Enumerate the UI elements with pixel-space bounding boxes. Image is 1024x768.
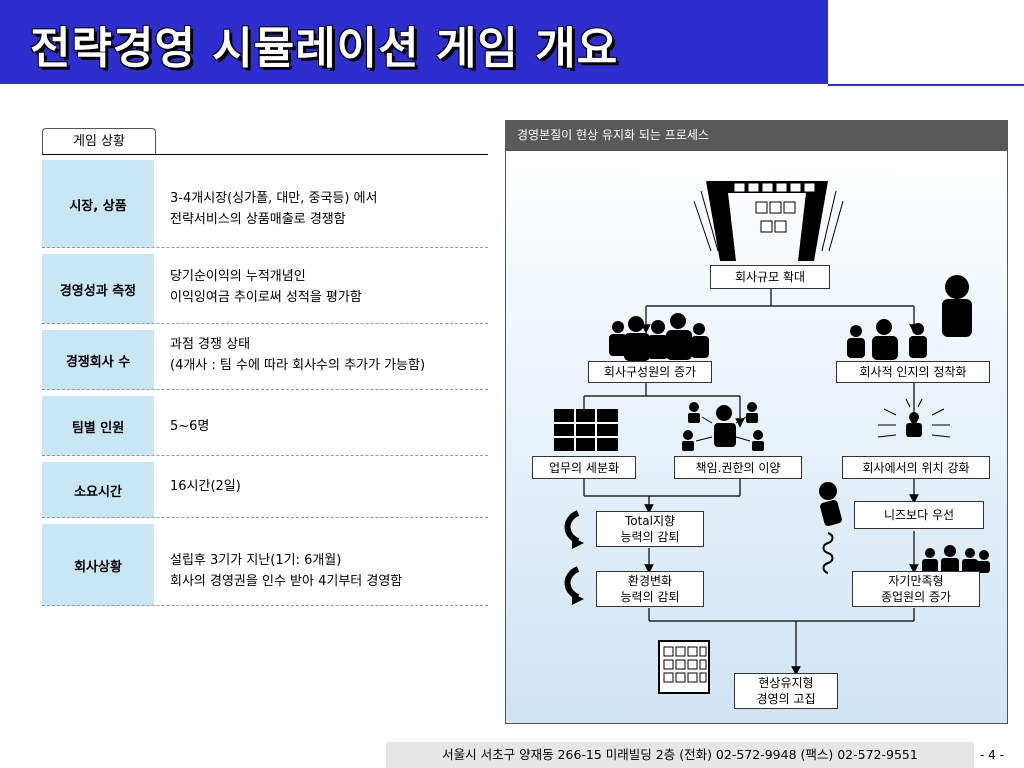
box-responsibility: 책임.권한의 이양 — [674, 456, 802, 479]
table-row: 회사상황 설립후 3기가 지난(1기: 6개월) 회사의 경영권을 인수 받아 … — [42, 524, 488, 606]
connector-lines — [579, 289, 919, 676]
row-line: 이익잉여금 추이로써 성적을 평가함 — [170, 290, 362, 305]
box-line: 자기만족형 — [888, 574, 944, 588]
box-line: 환경변화 — [627, 574, 673, 588]
footer-address: 서울시 서초구 양재동 266-15 미래빌딩 2층 (전화) 02-572-9… — [386, 742, 974, 768]
row-divider — [42, 517, 488, 518]
row-line: 전략서비스의 상품매출로 경쟁함 — [170, 212, 346, 227]
box-needs: 니즈보다 우선 — [854, 501, 984, 529]
row-header: 소요시간 — [42, 462, 154, 518]
row-line: 5~6명 — [170, 419, 210, 434]
row-line: 설립후 3기가 지난(1기: 6개월) — [170, 553, 342, 568]
box-line: Total지향 — [624, 514, 676, 528]
table-row: 시장, 상품 3-4개시장(싱가폴, 대만, 중국등) 에서 전략서비스의 상품… — [42, 160, 488, 248]
box-line: 현상유지형 — [758, 676, 814, 690]
row-header: 팀별 인원 — [42, 396, 154, 456]
box-line: 종업원의 증가 — [880, 590, 952, 604]
box-self-satisfied: 자기만족형 종업원의 증가 — [852, 571, 980, 607]
box-members: 회사구성원의 증가 — [588, 361, 712, 383]
row-content: 당기순이익의 누적개념인 이익잉여금 추이로써 성적을 평가함 — [170, 266, 362, 308]
box-total: Total지향 능력의 감퇴 — [596, 511, 704, 547]
diagram-graphics — [554, 181, 990, 694]
row-header: 경쟁회사 수 — [42, 330, 154, 390]
task-grid-icon — [554, 409, 618, 451]
delegation-icon — [682, 402, 764, 451]
row-content: 과점 경쟁 상태 (4개사 : 팀 수에 따라 회사수의 추가가 가능함) — [170, 334, 425, 376]
box-line: 경영의 고집 — [756, 692, 816, 706]
box-line: 능력의 감퇴 — [620, 590, 680, 604]
section-tab-label: 게임 상황 — [42, 128, 156, 155]
box-position: 회사에서의 위치 강화 — [842, 456, 990, 479]
title-rule — [828, 84, 1024, 86]
people-group-icon — [609, 313, 709, 361]
page-number: - 4 - — [980, 748, 1004, 762]
box-division: 업무의 세분화 — [532, 456, 636, 479]
row-line: 과점 경쟁 상태 — [170, 337, 251, 352]
row-divider — [42, 247, 488, 248]
row-header: 경영성과 측정 — [42, 254, 154, 324]
row-line: 회사의 경영권을 인수 받아 4기부터 경영함 — [170, 574, 403, 589]
building-icon — [693, 181, 844, 261]
table-row: 경영성과 측정 당기순이익의 누적개념인 이익잉여금 추이로써 성적을 평가함 — [42, 254, 488, 324]
row-content: 3-4개시장(싱가폴, 대만, 중국등) 에서 전략서비스의 상품매출로 경쟁함 — [170, 188, 378, 230]
row-divider — [42, 455, 488, 456]
row-line: (4개사 : 팀 수에 따라 회사수의 추가가 가능함) — [170, 358, 426, 373]
cycle-arrow-icon — [564, 566, 584, 605]
row-content: 16시간(2일) — [170, 476, 241, 497]
diagram-header: 경영본질이 현상 유지화 되는 프로세스 — [505, 120, 1008, 150]
table-row: 소요시간 16시간(2일) — [42, 462, 488, 518]
people-group-icon — [847, 275, 972, 360]
page-title: 전략경영 시뮬레이션 게임 개요 — [30, 23, 619, 74]
table-row: 팀별 인원 5~6명 — [42, 396, 488, 456]
row-content: 설립후 3기가 지난(1기: 6개월) 회사의 경영권을 인수 받아 4기부터 … — [170, 550, 402, 592]
section-tab-line — [42, 154, 488, 155]
table-row: 경쟁회사 수 과점 경쟁 상태 (4개사 : 팀 수에 따라 회사수의 추가가 … — [42, 330, 488, 390]
row-header: 회사상황 — [42, 524, 154, 606]
people-group-icon — [922, 545, 990, 574]
row-line: 16시간(2일) — [170, 479, 241, 494]
box-recognition: 회사적 인지의 정착화 — [836, 361, 990, 383]
box-environment: 환경변화 능력의 감퇴 — [596, 571, 704, 607]
title-bar: 전략경영 시뮬레이션 게임 개요 — [0, 0, 828, 84]
falling-person-icon — [819, 482, 842, 574]
process-diagram: 회사규모 확대 회사구성원의 증가 회사적 인지의 정착화 업무의 세분화 책임… — [505, 150, 1008, 724]
box-line: 능력의 감퇴 — [620, 530, 680, 544]
cabinet-icon — [658, 640, 710, 694]
box-expand: 회사규모 확대 — [710, 265, 830, 289]
spotlight-person-icon — [877, 398, 951, 438]
row-line: 3-4개시장(싱가폴, 대만, 중국등) 에서 — [170, 191, 378, 206]
row-header: 시장, 상품 — [42, 160, 154, 248]
row-divider — [42, 323, 488, 324]
row-content: 5~6명 — [170, 416, 209, 437]
row-line: 당기순이익의 누적개념인 — [170, 269, 306, 284]
row-divider — [42, 605, 488, 606]
box-status-quo: 현상유지형 경영의 고집 — [734, 673, 838, 709]
row-divider — [42, 389, 488, 390]
cycle-arrow-icon — [564, 510, 584, 549]
